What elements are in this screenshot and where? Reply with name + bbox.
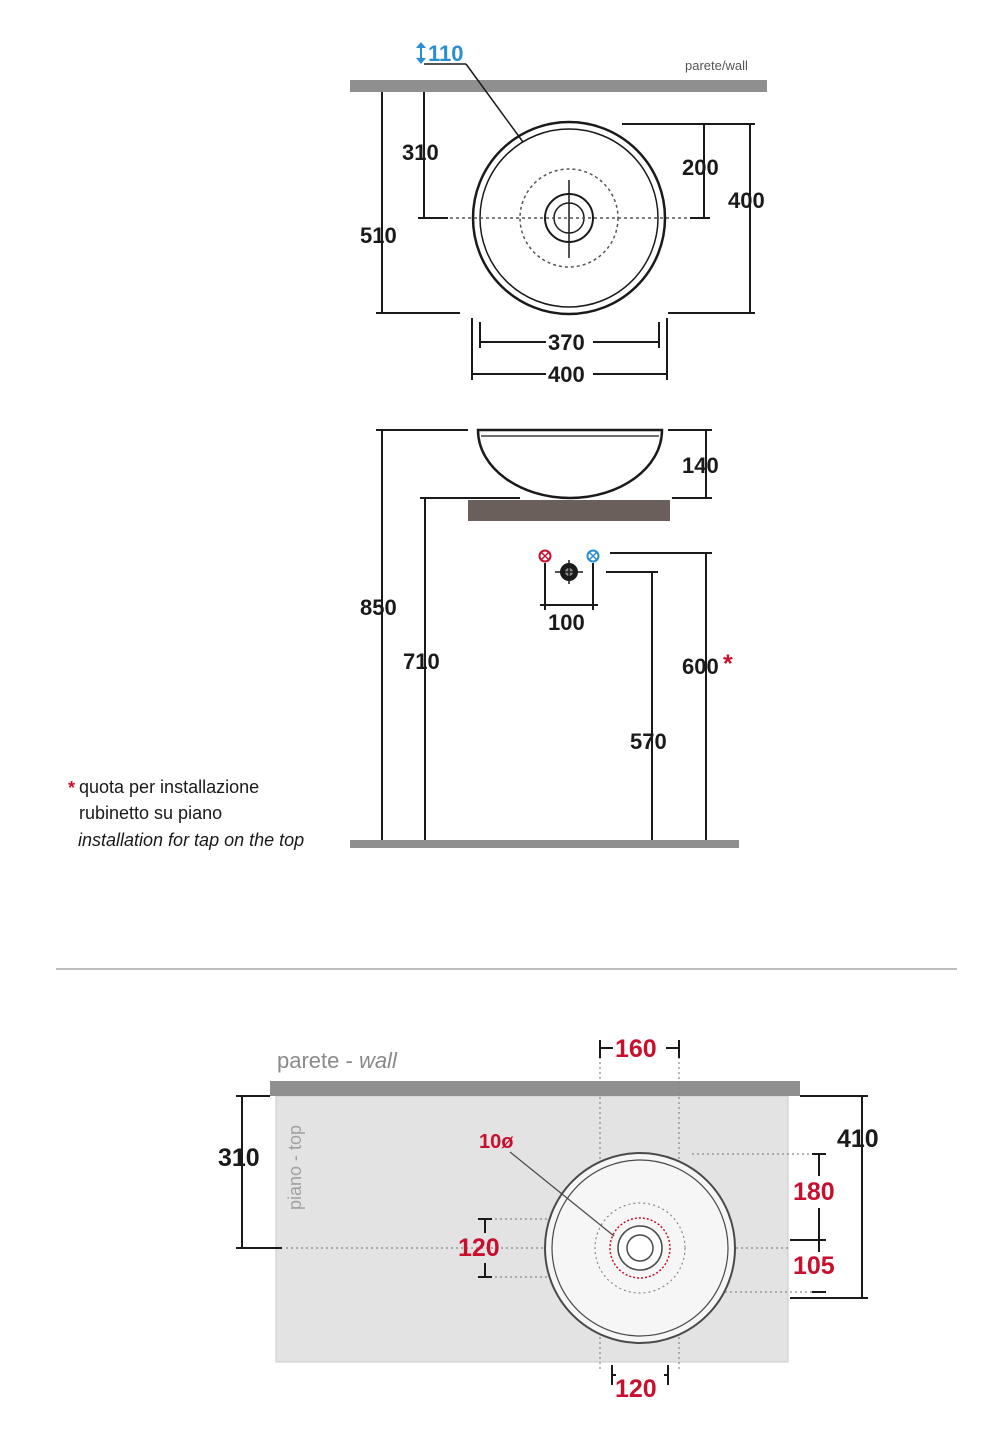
note-line3: installation for tap on the top bbox=[78, 830, 304, 850]
note-star: * bbox=[68, 778, 75, 798]
top-view: parete - wall piano - top 10ø 160 410 bbox=[218, 1035, 879, 1403]
basin-rim-inner bbox=[551, 1159, 729, 1337]
note-line2: rubinetto su piano bbox=[79, 803, 222, 823]
dim-200: 200 bbox=[682, 155, 719, 180]
wall-label-bottom: parete - wall bbox=[277, 1048, 398, 1073]
wall-bar-bottom bbox=[270, 1081, 800, 1096]
dim-120-bottom: 120 bbox=[615, 1375, 657, 1403]
dim-400-vertical: 400 bbox=[728, 188, 765, 213]
dim-180: 180 bbox=[793, 1178, 835, 1206]
note-line1: quota per installazione bbox=[79, 777, 259, 797]
dim-600-star: * bbox=[723, 650, 733, 678]
dim-510: 510 bbox=[360, 223, 397, 248]
dim-850: 850 bbox=[360, 595, 397, 620]
dim-710: 710 bbox=[403, 649, 440, 674]
dim-105: 105 bbox=[793, 1252, 835, 1280]
dim-310: 310 bbox=[402, 140, 439, 165]
drain-inner-top bbox=[626, 1234, 654, 1262]
dim-570: 570 bbox=[630, 729, 667, 754]
hole-dim-label: 110 bbox=[428, 41, 464, 66]
wall-label-en: wall bbox=[359, 1048, 398, 1073]
hot-tap-icon bbox=[538, 549, 552, 563]
wall-bar-top bbox=[350, 80, 767, 92]
wall-label: parete/wall bbox=[685, 58, 748, 73]
basin-outer-rim bbox=[471, 120, 667, 316]
drain-outer-top bbox=[617, 1225, 663, 1271]
top-label: piano - top bbox=[285, 1125, 305, 1210]
dim-600: 600 bbox=[682, 654, 719, 679]
dim-100: 100 bbox=[548, 610, 585, 635]
drain-icon bbox=[555, 560, 583, 584]
basin-bottom bbox=[594, 1202, 686, 1294]
dim-410: 410 bbox=[837, 1125, 879, 1153]
basin-profile bbox=[476, 428, 664, 500]
cold-tap-icon bbox=[586, 549, 600, 563]
dim-120-left: 120 bbox=[458, 1234, 500, 1262]
height-arrow-icon bbox=[416, 42, 426, 64]
wall-label-it: parete - bbox=[277, 1048, 359, 1073]
floor-bar bbox=[350, 840, 739, 848]
dim-370: 370 bbox=[548, 330, 585, 355]
dim-400-horizontal: 400 bbox=[548, 362, 585, 387]
side-view: 140 850 710 100 bbox=[68, 428, 739, 850]
dim-310-bottom: 310 bbox=[218, 1144, 260, 1172]
hole-label: 10ø bbox=[479, 1131, 514, 1153]
counter-slab bbox=[468, 500, 670, 521]
plan-view: parete/wall 110 310 510 200 bbox=[350, 41, 767, 387]
drain-ring-red bbox=[609, 1217, 671, 1279]
dim-140: 140 bbox=[682, 453, 719, 478]
dim-160: 160 bbox=[615, 1035, 657, 1063]
